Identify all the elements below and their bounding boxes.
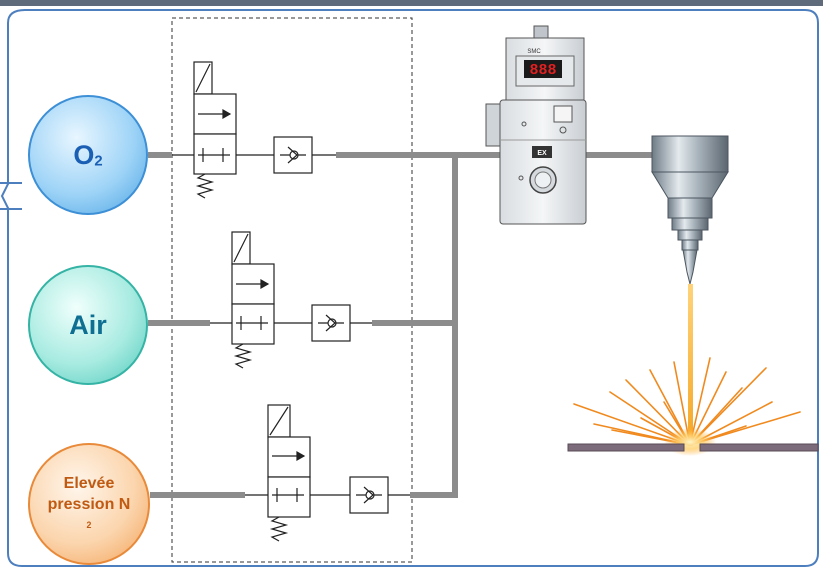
header-bar [0, 0, 823, 6]
cutting-head-taper [651, 171, 729, 199]
valve-lower-block [231, 303, 275, 345]
solenoid-valve-n2 [267, 404, 311, 542]
valve-spring [233, 343, 253, 369]
cutting-head-body [651, 135, 729, 173]
check-valve-air [210, 304, 372, 342]
source-o2-label: O2 [73, 139, 103, 170]
cutting-head [651, 135, 729, 285]
solenoid-valve-air [231, 231, 275, 369]
workpiece-left [567, 443, 685, 452]
regulator-indicator-dot [521, 121, 527, 127]
solenoid-valve-o2 [193, 61, 237, 199]
valve-lower-block [267, 476, 311, 518]
pipes [148, 152, 652, 498]
regulator-knob-cover [553, 105, 573, 123]
regulator-small-indicator [559, 126, 567, 134]
regulator-badge [532, 146, 552, 158]
valve-upper-block [267, 436, 311, 478]
check-valve-n2 [245, 476, 410, 514]
regulator-brand: SMC [527, 49, 541, 55]
regulator-led [518, 175, 524, 181]
source-air-label: Air [69, 309, 107, 340]
pressure-regulator: 888 SMC EX [485, 25, 587, 225]
regulator-top-fitting [533, 25, 549, 39]
regulator-display [524, 60, 562, 78]
regulator-body [499, 99, 587, 225]
frame-border [0, 9, 819, 567]
spark-glow [664, 428, 716, 456]
valve-spring [269, 516, 289, 542]
regulator-display-digits: 888 [529, 62, 556, 79]
nozzle-tip [682, 249, 698, 285]
workpiece-right [699, 443, 819, 452]
valve-lower-block [193, 133, 237, 175]
valve-manifold-outline [171, 17, 413, 563]
frame-notch-lines [0, 182, 22, 210]
check-valve-o2 [172, 136, 336, 174]
source-o2: O2 [28, 95, 148, 215]
regulator-badge-text: EX [537, 150, 547, 157]
valve-spring [195, 173, 215, 199]
laser-beam [688, 284, 693, 446]
source-air: Air [28, 265, 148, 385]
